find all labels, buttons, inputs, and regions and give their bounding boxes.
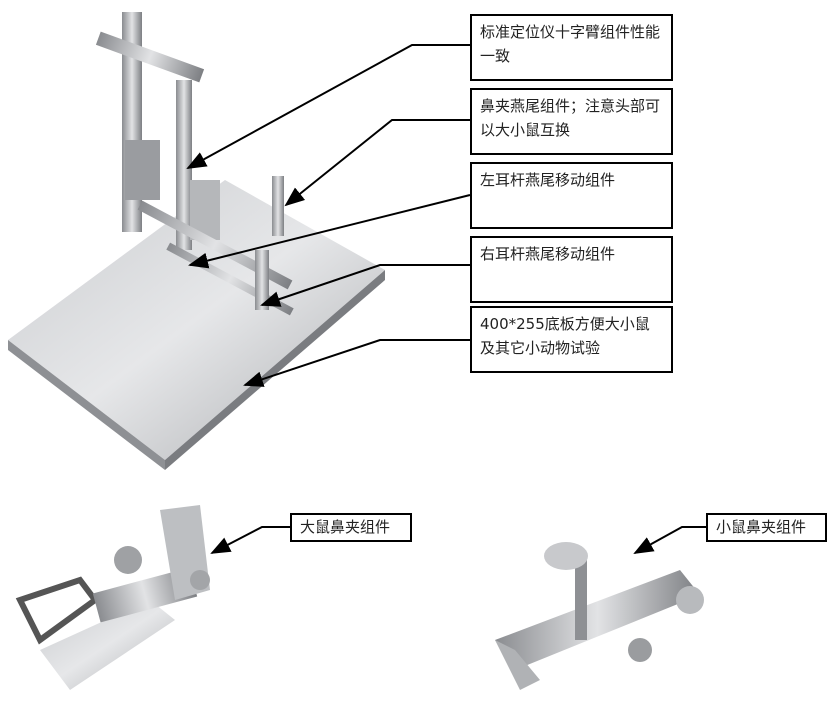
callout-mouse-nose-clamp: 小鼠鼻夹组件 xyxy=(706,513,827,542)
arrow-rat-nose-clamp xyxy=(210,526,290,554)
callout-crossarm: 标准定位仪十字臂组件性能一致 xyxy=(470,14,673,81)
arrow-crossarm xyxy=(186,44,470,169)
base-plate xyxy=(8,180,385,470)
callout-base-plate: 400*255底板方便大小鼠及其它小动物试验 xyxy=(470,306,673,373)
arrow-left-ear-bar xyxy=(188,194,471,269)
arrow-nose-clamp-dovetail xyxy=(284,119,470,207)
callout-left-ear-bar: 左耳杆燕尾移动组件 xyxy=(470,162,673,229)
callout-right-ear-bar: 右耳杆燕尾移动组件 xyxy=(470,236,673,303)
rat-nose-clamp-photo xyxy=(15,505,210,690)
mouse-nose-clamp-photo xyxy=(495,542,704,690)
callout-rat-nose-clamp: 大鼠鼻夹组件 xyxy=(290,513,412,542)
callout-nose-clamp-dovetail: 鼻夹燕尾组件；注意头部可以大小鼠互换 xyxy=(470,88,673,155)
arrow-right-ear-bar xyxy=(260,264,470,307)
arrow-mouse-nose-clamp xyxy=(633,526,706,554)
arrow-base-plate xyxy=(243,339,470,387)
